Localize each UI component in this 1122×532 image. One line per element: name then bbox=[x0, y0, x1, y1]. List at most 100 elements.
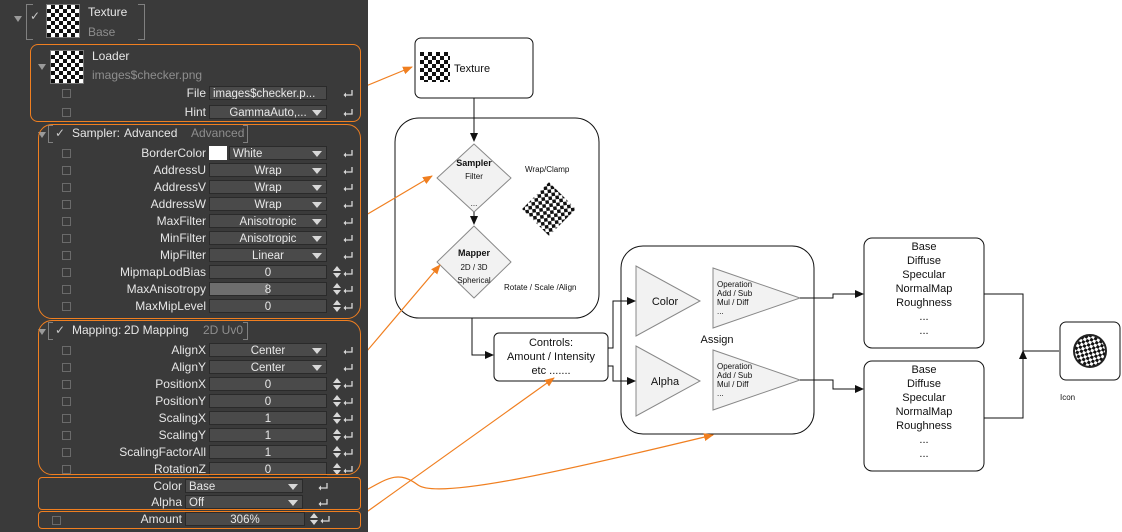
row-checkbox[interactable] bbox=[62, 108, 71, 117]
row-checkbox[interactable] bbox=[62, 414, 71, 423]
assign-dropdown[interactable]: Off bbox=[185, 495, 303, 509]
value-field[interactable]: images$checker.p... bbox=[209, 86, 327, 100]
channel-item: Roughness bbox=[896, 420, 952, 432]
reset-icon[interactable] bbox=[343, 198, 355, 210]
channels-node-1 bbox=[863, 237, 985, 349]
loader-title: Loader bbox=[92, 49, 130, 63]
row-checkbox[interactable] bbox=[62, 397, 71, 406]
value-field[interactable]: 1 bbox=[209, 445, 327, 459]
row-checkbox[interactable] bbox=[62, 302, 71, 311]
value-field[interactable]: 0 bbox=[209, 377, 327, 391]
amount-spinner[interactable] bbox=[309, 512, 319, 526]
texture-node-label: Texture bbox=[454, 63, 490, 75]
reset-icon[interactable] bbox=[343, 412, 355, 424]
reset-icon[interactable] bbox=[318, 496, 330, 508]
dropdown-field[interactable]: Center bbox=[209, 360, 327, 374]
value-field[interactable]: 0 bbox=[209, 394, 327, 408]
reset-icon[interactable] bbox=[343, 378, 355, 390]
amount-field[interactable]: 306% bbox=[185, 512, 305, 526]
collapse-arrow-icon[interactable] bbox=[14, 16, 22, 22]
value-field[interactable]: 1 bbox=[209, 411, 327, 425]
spinner-icon[interactable] bbox=[332, 394, 342, 408]
row-checkbox[interactable] bbox=[62, 89, 71, 98]
sampler-mode[interactable]: Advanced bbox=[124, 126, 178, 140]
dropdown-field[interactable]: Wrap bbox=[209, 180, 327, 194]
channel-item: ... bbox=[919, 311, 928, 323]
amount-checkbox[interactable] bbox=[52, 516, 61, 525]
row-checkbox[interactable] bbox=[62, 200, 71, 209]
spinner-icon[interactable] bbox=[332, 299, 342, 313]
property-label: AddressU bbox=[153, 163, 206, 177]
row-checkbox[interactable] bbox=[62, 465, 71, 474]
value-field[interactable]: 0 bbox=[209, 265, 327, 279]
check-icon[interactable]: ✓ bbox=[55, 126, 66, 140]
value-field[interactable]: 1 bbox=[209, 428, 327, 442]
row-checkbox[interactable] bbox=[62, 268, 71, 277]
row-checkbox[interactable] bbox=[62, 183, 71, 192]
row-checkbox[interactable] bbox=[62, 166, 71, 175]
reset-icon[interactable] bbox=[343, 106, 355, 118]
spinner-icon[interactable] bbox=[332, 265, 342, 279]
property-label: Hint bbox=[184, 105, 206, 119]
reset-icon[interactable] bbox=[343, 283, 355, 295]
row-checkbox[interactable] bbox=[62, 285, 71, 294]
spinner-icon[interactable] bbox=[332, 445, 342, 459]
check-icon[interactable]: ✓ bbox=[30, 9, 41, 23]
color-swatch[interactable] bbox=[209, 146, 227, 160]
reset-icon[interactable] bbox=[343, 249, 355, 261]
reset-icon[interactable] bbox=[343, 266, 355, 278]
reset-icon[interactable] bbox=[320, 513, 332, 525]
property-label: MaxFilter bbox=[156, 214, 206, 228]
reset-icon[interactable] bbox=[343, 395, 355, 407]
mapping-mode[interactable]: 2D Mapping bbox=[124, 323, 189, 337]
dropdown-field[interactable]: Wrap bbox=[209, 163, 327, 177]
value-field[interactable]: 0 bbox=[209, 299, 327, 313]
row-checkbox[interactable] bbox=[62, 234, 71, 243]
dropdown-field[interactable]: Wrap bbox=[209, 197, 327, 211]
row-checkbox[interactable] bbox=[62, 431, 71, 440]
spinner-icon[interactable] bbox=[332, 282, 342, 296]
reset-icon[interactable] bbox=[343, 164, 355, 176]
property-label: ScalingFactorAll bbox=[119, 445, 206, 459]
reset-icon[interactable] bbox=[343, 215, 355, 227]
reset-icon[interactable] bbox=[343, 147, 355, 159]
reset-icon[interactable] bbox=[343, 446, 355, 458]
row-checkbox[interactable] bbox=[62, 149, 71, 158]
dropdown-field[interactable]: Center bbox=[209, 343, 327, 357]
dropdown-field[interactable]: Anisotropic bbox=[209, 231, 327, 245]
row-checkbox[interactable] bbox=[62, 448, 71, 457]
properties-panel: ✓ Texture Base Loader images$checker.png… bbox=[0, 0, 368, 532]
channel-item: ... bbox=[919, 448, 928, 460]
reset-icon[interactable] bbox=[343, 87, 355, 99]
collapse-arrow-icon[interactable] bbox=[38, 64, 46, 70]
assign-dropdown[interactable]: Base bbox=[185, 479, 303, 493]
spinner-icon[interactable] bbox=[332, 411, 342, 425]
sampler-node-title: Sampler bbox=[456, 158, 492, 168]
reset-icon[interactable] bbox=[318, 480, 330, 492]
dropdown-field[interactable]: Linear bbox=[209, 248, 327, 262]
row-checkbox[interactable] bbox=[62, 346, 71, 355]
row-checkbox[interactable] bbox=[62, 363, 71, 372]
reset-icon[interactable] bbox=[343, 181, 355, 193]
property-label: MaxMipLevel bbox=[135, 299, 206, 313]
value-field[interactable]: 8 bbox=[209, 282, 327, 296]
row-checkbox[interactable] bbox=[62, 251, 71, 260]
row-checkbox[interactable] bbox=[62, 217, 71, 226]
texture-subtitle: Base bbox=[88, 25, 116, 39]
check-icon[interactable]: ✓ bbox=[55, 323, 66, 337]
spinner-icon[interactable] bbox=[332, 428, 342, 442]
spinner-icon[interactable] bbox=[332, 462, 342, 476]
mapper-node-line1: 2D / 3D bbox=[460, 263, 487, 272]
property-label: MipmapLodBias bbox=[119, 265, 206, 279]
value-field[interactable]: 0 bbox=[209, 462, 327, 476]
dropdown-field[interactable]: GammaAuto,... bbox=[209, 105, 327, 119]
dropdown-field[interactable]: White bbox=[229, 146, 327, 160]
texture-bracket-right bbox=[138, 4, 145, 40]
reset-icon[interactable] bbox=[343, 361, 355, 373]
row-checkbox[interactable] bbox=[62, 380, 71, 389]
reset-icon[interactable] bbox=[343, 232, 355, 244]
reset-icon[interactable] bbox=[343, 429, 355, 441]
dropdown-field[interactable]: Anisotropic bbox=[209, 214, 327, 228]
spinner-icon[interactable] bbox=[332, 377, 342, 391]
reset-icon[interactable] bbox=[343, 344, 355, 356]
